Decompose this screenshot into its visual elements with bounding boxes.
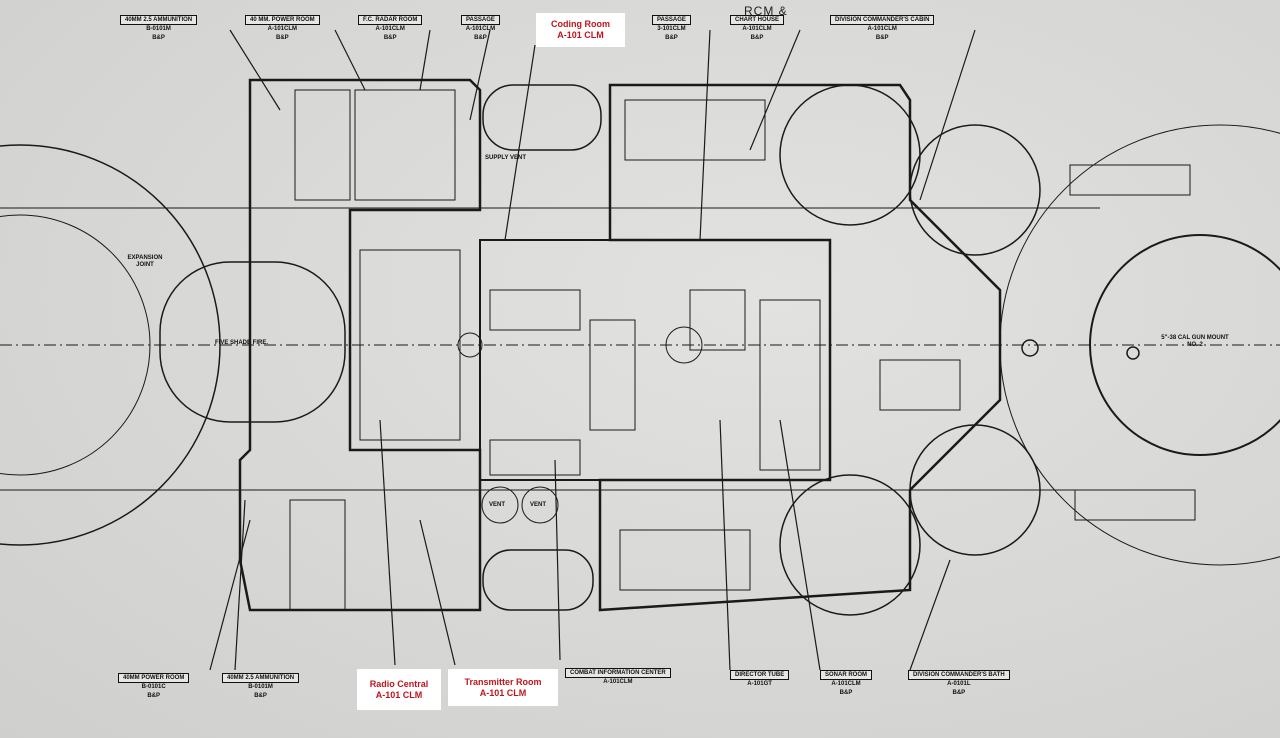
label-gun-mount: 5"-38 CAL GUN MOUNT NO. 2 — [1161, 335, 1229, 348]
label-expansion-joint: EXPANSION JOINT — [127, 255, 163, 268]
mount-hatch — [1126, 346, 1140, 360]
label-supply-vent: SUPPLY VENT — [485, 155, 527, 161]
life-raft — [482, 549, 594, 611]
life-raft — [482, 84, 602, 151]
gun-tub — [909, 424, 1041, 556]
bridge-outline — [598, 83, 1002, 612]
label-vent-a: VENT — [489, 502, 506, 508]
drawing-title: RCM & — [744, 4, 788, 18]
gun-mount-circle — [999, 124, 1280, 566]
label-vent-b: VENT — [530, 502, 547, 508]
label-fire-control: FIVE SHADE FIRE. — [215, 340, 269, 346]
gun-tub — [779, 474, 921, 616]
mount-hatch — [1021, 339, 1039, 357]
gun-tub — [909, 124, 1041, 256]
cic-block — [479, 239, 831, 481]
gun-mount-2 — [1089, 234, 1280, 456]
fire-control-platform — [159, 261, 346, 423]
gun-tub — [779, 84, 921, 226]
